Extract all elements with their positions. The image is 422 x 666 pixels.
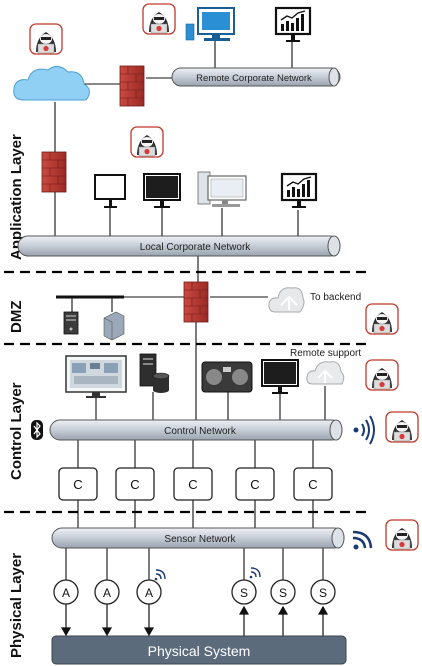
chart-monitor-icon [280,172,318,210]
firewall-icon [41,151,67,193]
physical-system: Physical System [51,635,347,665]
control-network-label: Control Network [164,426,237,437]
controller-box: C [115,467,155,501]
actuator-node: A [136,579,162,605]
wifi-icon [352,530,373,550]
physical-arrows [60,604,329,637]
server-icon [63,311,79,335]
connection-lines [54,40,326,580]
hacker-icon [365,303,399,335]
remote-support-label: Remote support [290,348,361,359]
bluetooth-icon [31,420,43,440]
desktop-computer-icon [197,171,247,207]
hacker-icon [29,23,63,55]
wifi-icon [154,569,166,581]
layer-label-dmz: DMZ [8,301,25,334]
local-corporate-network-label: Local Corporate Network [140,242,252,253]
control-network: Control Network [49,419,343,441]
actuator-label: A [103,586,111,600]
controller-box: C [235,467,275,501]
hacker-icon [385,411,419,443]
controller-label: C [308,477,317,492]
monitor-icon [261,359,299,395]
actuator-label: A [62,586,70,600]
actuator-node: A [53,579,79,605]
actuator-label: A [145,586,153,600]
hacker-icon [365,359,399,391]
server-icon [139,353,157,387]
hacker-icon [130,126,164,158]
controller-box: C [58,467,98,501]
layer-label-application: Application Layer [8,134,25,260]
controller-label: C [73,477,82,492]
controller-label: C [130,477,139,492]
sensor-network-label: Sensor Network [164,534,236,545]
sensor-network: Sensor Network [51,527,345,549]
to-backend-label: To backend [310,292,361,303]
hacker-icon [385,519,419,551]
sensor-label: S [240,586,248,600]
wireless-icon [353,415,375,445]
hmi-panel-icon [201,361,253,393]
sensor-label: S [279,586,287,600]
desktop-computer-icon [185,7,235,41]
cloud-icon [13,66,90,101]
sensor-node: S [310,579,336,605]
physical-system-label: Physical System [148,643,251,659]
controller-label: C [250,477,259,492]
layer-label-physical: Physical Layer [8,553,25,658]
remote-corporate-network-label: Remote Corporate Network [196,73,312,84]
sensor-label: S [319,586,327,600]
local-corporate-network: Local Corporate Network [17,235,341,257]
cloud-icon [306,361,345,385]
controller-label: C [188,477,197,492]
hacker-icon [142,3,176,35]
monitor-icon [143,173,181,209]
chart-monitor-icon [274,6,312,44]
sensor-node: S [270,579,296,605]
firewall-icon [183,281,209,323]
wifi-icon [249,567,261,579]
sensor-node: S [231,579,257,605]
controller-box: C [293,467,333,501]
database-icon [152,372,170,393]
cloud-icon [268,287,305,313]
scada-monitor-icon [65,355,127,398]
actuator-node: A [94,579,120,605]
remote-corporate-network: Remote Corporate Network [171,67,341,87]
layer-label-control: Control Layer [8,382,25,480]
server-icon [103,311,125,341]
firewall-icon [119,65,145,107]
controller-box: C [173,467,213,501]
monitor-icon [94,174,126,209]
